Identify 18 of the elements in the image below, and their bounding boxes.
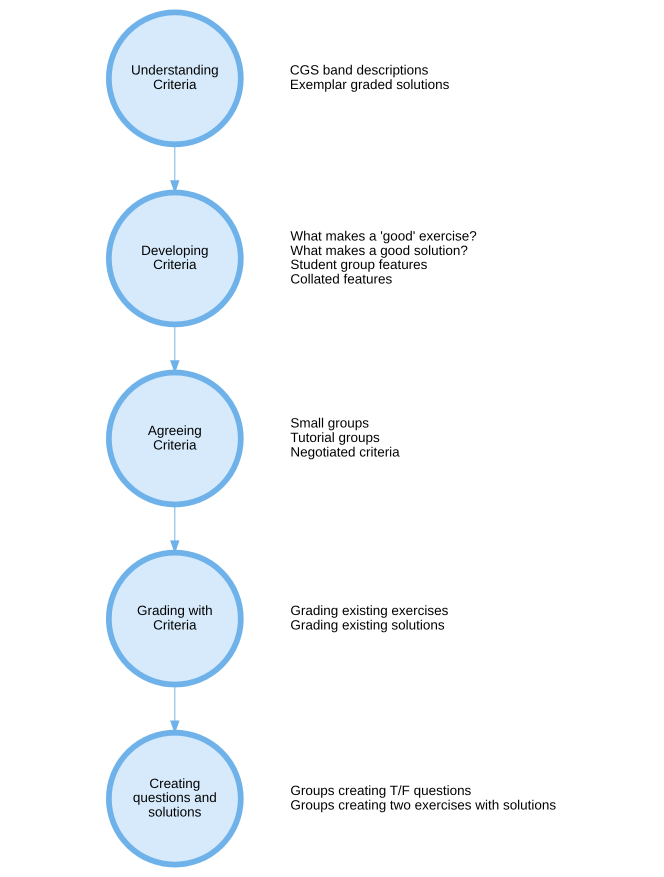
node-label: Groups creating T/F questions [290, 782, 471, 798]
node-label: Groups creating two exercises with solutions [290, 797, 556, 812]
node-label: Exemplar graded solutions [289, 77, 449, 92]
node-label: What makes a good solution? [290, 242, 468, 258]
node-label: Student group features [290, 257, 427, 272]
node-circle: Creating questions and solutions [105, 730, 244, 868]
node-circle: Developing Criteria [105, 190, 244, 328]
node-label: CGS band descriptions [289, 62, 428, 78]
node-label: Small groups [290, 416, 368, 431]
node-circle: Grading with Criteria [105, 550, 244, 688]
node-circle: Agreeing Criteria [105, 370, 244, 508]
node-label: Tutorial groups [290, 430, 380, 446]
node-label: Grading existing exercises [290, 602, 448, 618]
node-circle: Understanding Criteria [105, 10, 244, 148]
node-label: What makes a 'good' exercise? [290, 228, 476, 244]
node-label: Negotiated criteria [290, 444, 400, 460]
node-label: Collated features [290, 272, 392, 287]
node-label: Grading existing solutions [290, 617, 444, 632]
